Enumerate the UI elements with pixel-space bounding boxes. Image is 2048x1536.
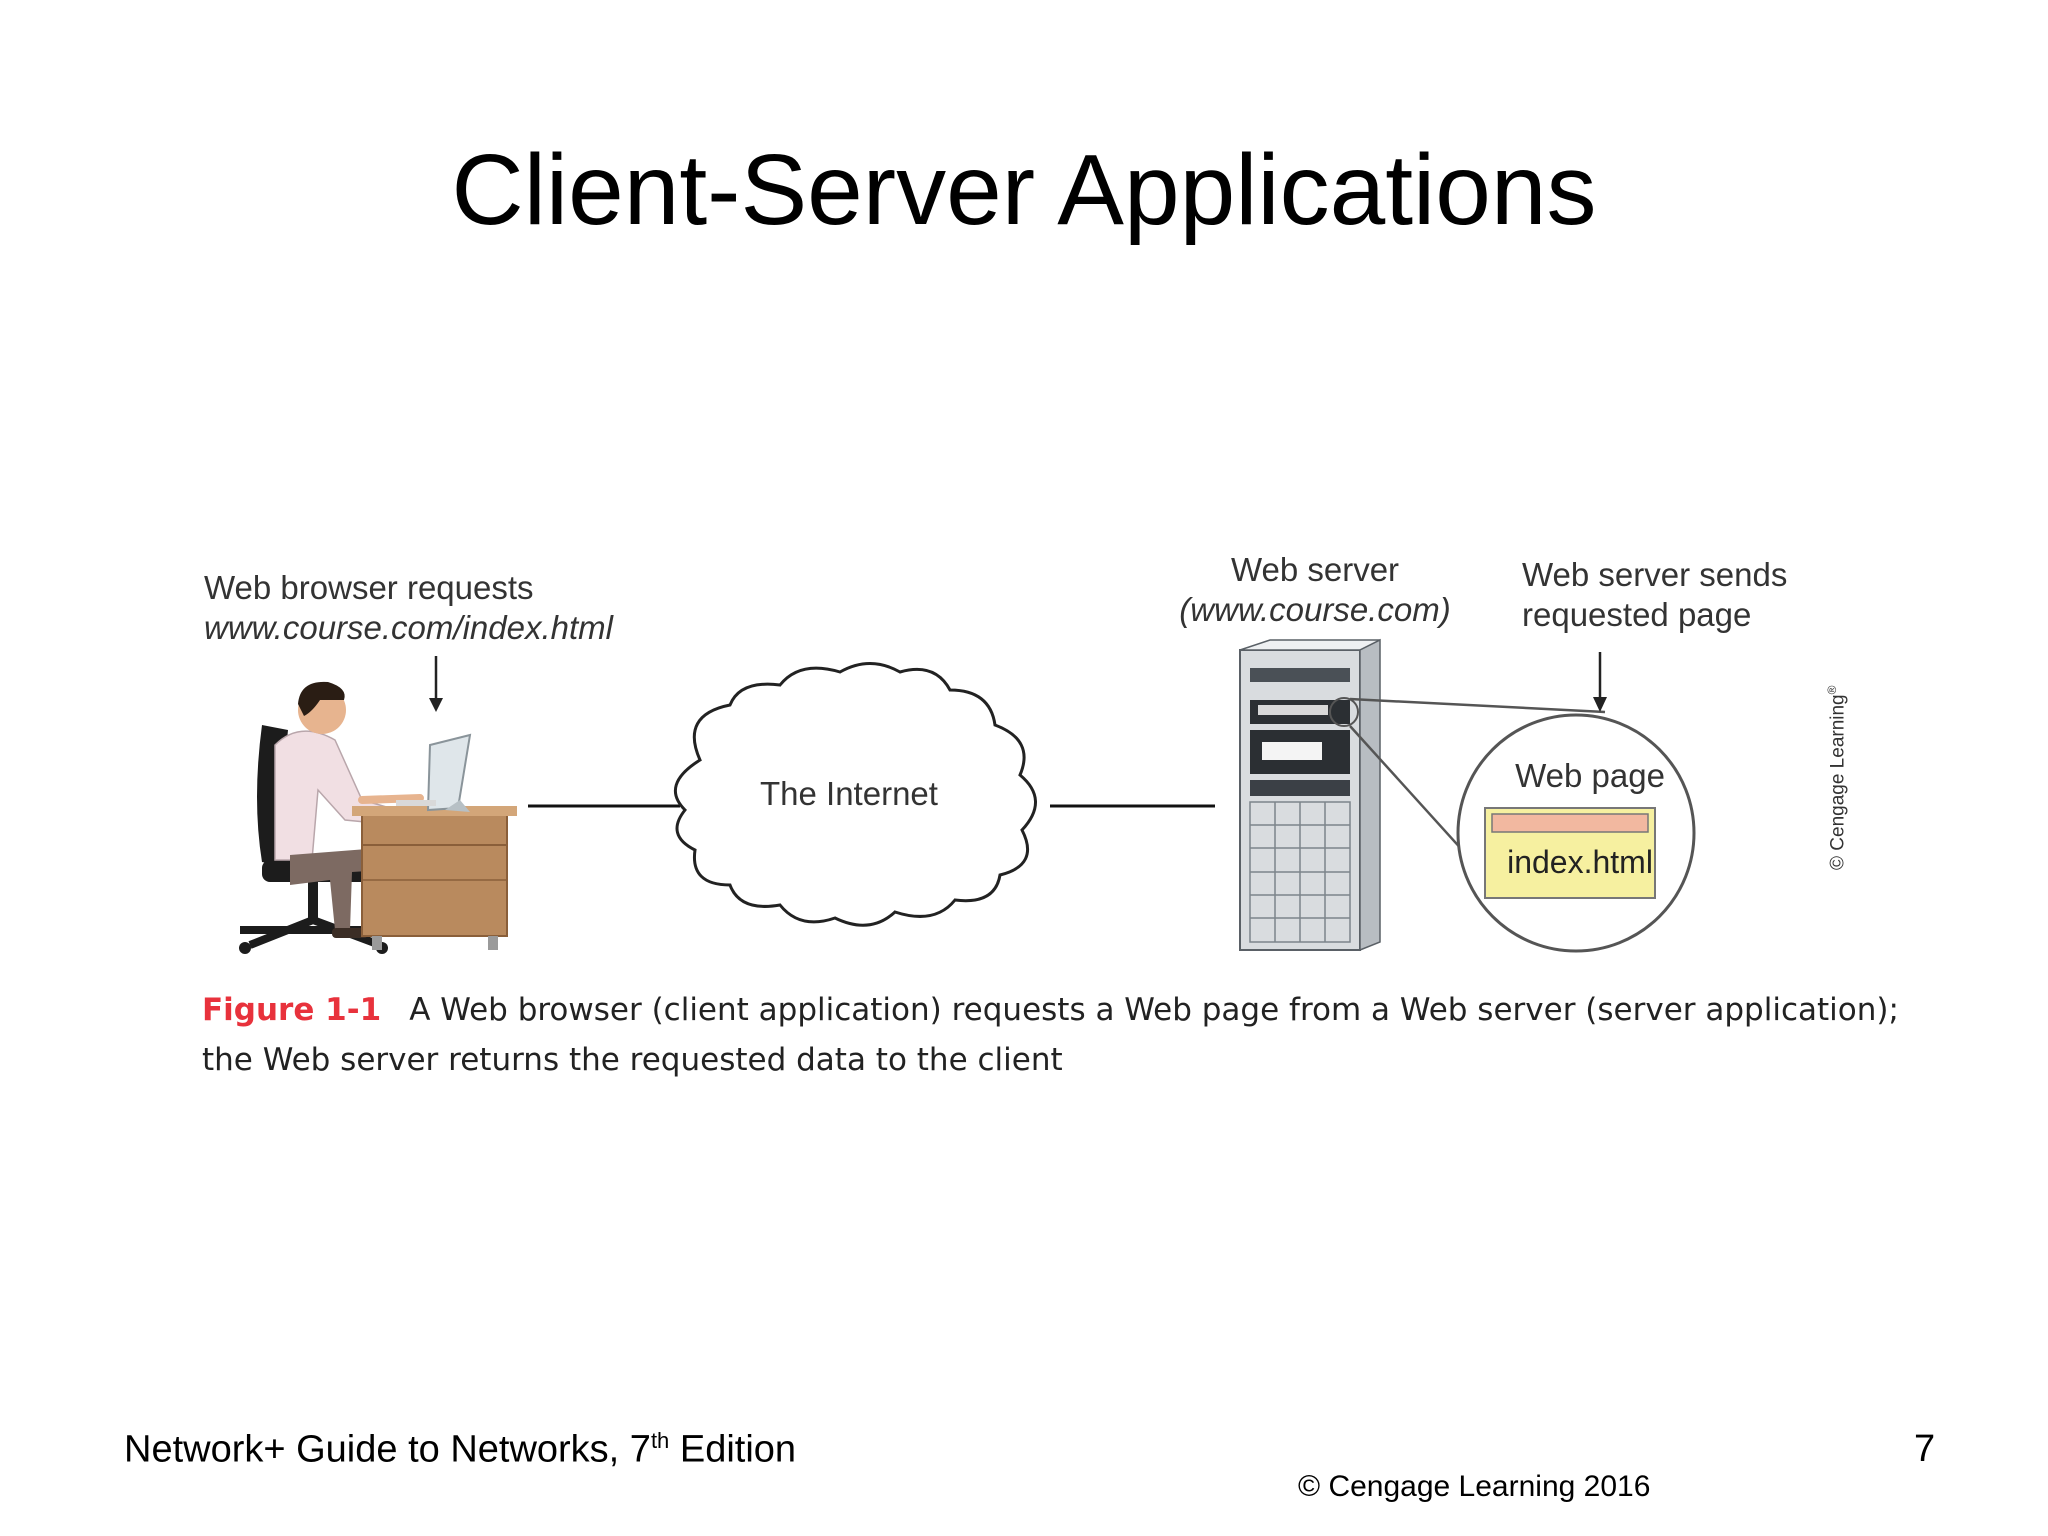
- web-server-domain: (www.course.com): [1179, 591, 1451, 628]
- client-request-url: www.course.com/index.html: [204, 609, 613, 646]
- internet-cloud-icon: [674, 662, 1037, 927]
- figure-credit: © Cengage Learning®: [1825, 686, 1849, 870]
- footer-book-sup: th: [650, 1428, 670, 1453]
- slide-title: Client-Server Applications: [451, 134, 1597, 246]
- server-sends-line1: Web server sends: [1522, 556, 1788, 593]
- web-server-label: Web server (www.course.com): [1155, 550, 1475, 630]
- footer-book-title: Network+ Guide to Networks, 7th Edition: [124, 1428, 796, 1472]
- figure-credit-mark: ®: [1825, 685, 1839, 695]
- client-request-label: Web browser requests www.course.com/inde…: [204, 568, 724, 648]
- figure-number: Figure 1-1: [202, 992, 382, 1028]
- server-sends-label: Web server sends requested page: [1522, 555, 1852, 635]
- server-sends-arrow: [1593, 652, 1607, 712]
- client-request-arrow: [429, 656, 443, 712]
- server-sends-line2: requested page: [1522, 596, 1752, 633]
- web-server-name: Web server: [1230, 551, 1400, 588]
- web-page-document: [1484, 807, 1656, 899]
- figure-credit-text: © Cengage Learning: [1827, 694, 1849, 870]
- footer-book-suffix: Edition: [669, 1428, 797, 1471]
- internet-label: The Internet: [760, 775, 938, 812]
- footer-copyright: © Cengage Learning 2016: [1298, 1470, 1651, 1503]
- web-server-icon: [1239, 638, 1381, 952]
- client-request-text: Web browser requests: [204, 569, 534, 606]
- client-user-illustration: [239, 681, 517, 954]
- index-file-label: index.html: [1507, 844, 1653, 880]
- page-number: 7: [1914, 1428, 1936, 1470]
- footer-book-prefix: Network+ Guide to Networks, 7: [124, 1428, 651, 1471]
- figure-caption-text: A Web browser (client application) reque…: [202, 992, 1899, 1078]
- web-page-label: Web page: [1515, 757, 1665, 794]
